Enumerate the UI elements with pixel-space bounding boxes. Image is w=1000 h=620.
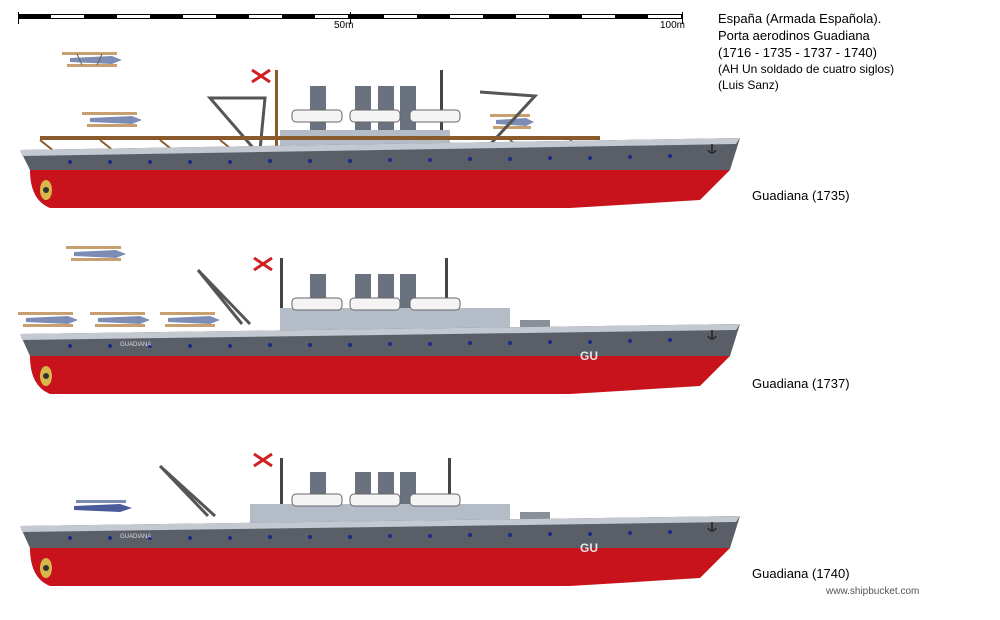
monoplane-icon bbox=[74, 500, 132, 512]
title-country: España (Armada Española). bbox=[718, 11, 882, 26]
biplane-icon bbox=[490, 114, 534, 129]
biplane-icon bbox=[66, 246, 126, 261]
biplane-icon bbox=[62, 52, 122, 67]
scale-bar bbox=[18, 12, 683, 24]
ship-profile-1735 bbox=[20, 52, 740, 208]
biplane-icon bbox=[90, 312, 150, 327]
scale-label-100m: 100m bbox=[660, 20, 686, 31]
hull-nameplate: GUADIANA bbox=[120, 342, 151, 348]
hull-nameplate: GUADIANA bbox=[120, 534, 151, 540]
hull-code: GU bbox=[580, 541, 598, 555]
anchor-icon bbox=[707, 330, 717, 340]
ship-label-1735: Guadiana (1735) bbox=[752, 188, 850, 203]
anchor-icon bbox=[707, 144, 717, 154]
title-block: España (Armada Española). Porta aerodino… bbox=[718, 10, 894, 93]
hull-code: GU bbox=[580, 349, 598, 363]
scale-label-50m: 50m bbox=[334, 20, 354, 31]
ship-label-1737: Guadiana (1737) bbox=[752, 376, 850, 391]
title-author: (Luis Sanz) bbox=[718, 78, 779, 92]
title-ship-type: Porta aerodinos Guadiana bbox=[718, 28, 870, 43]
propeller-icon bbox=[40, 366, 52, 386]
propeller-icon bbox=[40, 558, 52, 578]
biplane-icon bbox=[82, 112, 142, 127]
propeller-icon bbox=[40, 180, 52, 200]
credit-watermark: www.shipbucket.com bbox=[826, 586, 920, 597]
title-source: (AH Un soldado de cuatro siglos) bbox=[718, 62, 895, 76]
biplane-icon bbox=[160, 312, 220, 327]
title-years: (1716 - 1735 - 1737 - 1740) bbox=[718, 45, 877, 60]
biplane-icon bbox=[18, 312, 78, 327]
ship-profile-1737: GUADIANA GU bbox=[18, 246, 740, 394]
ship-label-1740: Guadiana (1740) bbox=[752, 566, 850, 581]
ship-profile-1740: GUADIANA GU bbox=[20, 452, 740, 586]
anchor-icon bbox=[707, 522, 717, 532]
